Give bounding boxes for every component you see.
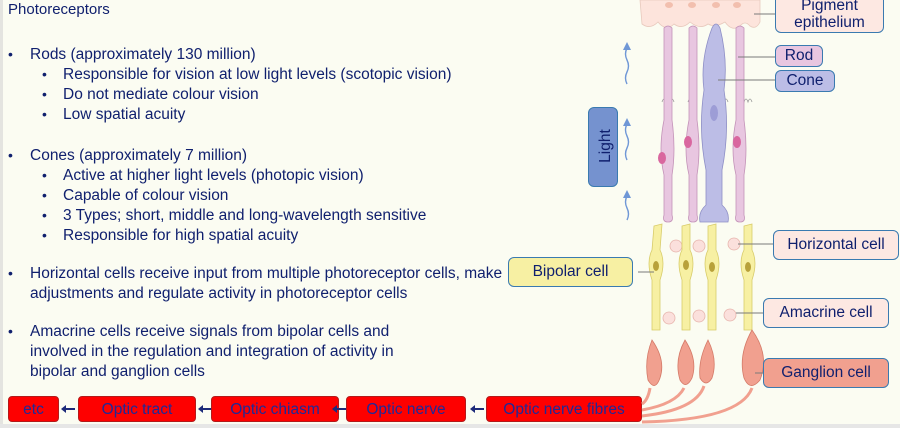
rod-cells [660,25,747,223]
cones-point-4: Responsible for high spatial acuity [63,227,299,244]
arrow-up-icon [623,190,631,198]
rods-point-1: Responsible for vision at low light leve… [63,66,452,83]
label-light: Light [588,107,618,187]
pigment-epithelium-layer [639,0,761,29]
pathway-optic-chiasm: Optic chiasm [211,396,339,422]
bipolar-nucleus [653,261,659,271]
light-arrows [624,47,630,221]
bipolar-nucleus [709,262,715,272]
amacrine-cells [662,308,737,325]
ganglion-cells [646,329,764,386]
label-ganglion-cell: Ganglion cell [763,358,889,388]
cones-point-2: Capable of colour vision [63,187,229,204]
arrow-left-icon [470,405,484,413]
arrow-left-icon [61,405,75,413]
horizontal-cells-text: Horizontal cells receive input from mult… [30,265,503,302]
slide-bottom-edge [0,424,900,428]
rod-nucleus [684,136,692,148]
arrow-left-icon [332,405,346,413]
slide-title: Photoreceptors [8,1,110,18]
pathway-etc: etc [8,396,59,422]
bipolar-cells [648,223,756,331]
cones-point-3: 3 Types; short, middle and long-waveleng… [63,207,427,224]
pathway-optic-nerve-fibres: Optic nerve fibres [486,396,642,422]
bipolar-nucleus [745,262,751,272]
cones-point-1: Active at higher light levels (photopic … [63,167,364,184]
label-pigment-epithelium: Pigment epithelium [775,0,884,33]
slide-left-edge [0,0,3,428]
rod-nucleus [733,136,741,148]
rods-heading: Rods (approximately 130 million) [30,46,256,63]
amacrine-cells-text: Amacrine cells receive signals from bipo… [30,323,394,380]
arrow-up-icon [623,118,631,126]
bipolar-nucleus [683,260,689,270]
label-amacrine-cell: Amacrine cell [763,298,889,328]
label-bipolar-cell: Bipolar cell [508,257,633,287]
cone-nucleus [710,105,718,121]
cone-cell [699,23,729,223]
pathway-optic-tract: Optic tract [78,396,196,422]
label-light-text: Light [596,129,614,163]
label-horizontal-cell: Horizontal cell [773,230,899,260]
arrow-left-icon [198,405,212,413]
rod-nucleus [658,152,666,164]
retina-illustration [623,0,775,424]
arrow-up-icon [623,42,631,50]
label-cone: Cone [775,70,835,92]
rods-point-3: Low spatial acuity [63,106,186,123]
cones-heading: Cones (approximately 7 million) [30,147,248,164]
label-rod: Rod [775,45,823,67]
rods-point-2: Do not mediate colour vision [63,86,259,103]
optic-nerve-fibres [641,385,754,424]
pathway-optic-nerve: Optic nerve [346,396,466,422]
horizontal-cells [669,237,741,253]
